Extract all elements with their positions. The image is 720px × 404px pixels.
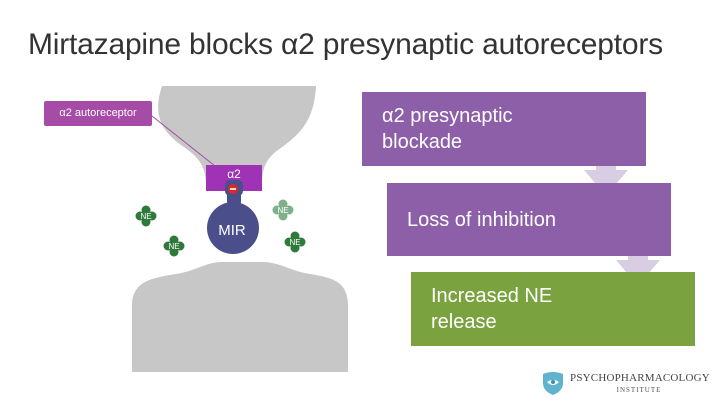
ne-molecule-right-bottom <box>284 231 306 253</box>
presynaptic-neuron <box>158 86 316 184</box>
flow-step-2: Loss of inhibition <box>387 183 671 256</box>
shield-icon <box>543 372 563 395</box>
ne-label-right-top: NE <box>277 206 289 215</box>
ne-molecule-left <box>135 205 157 227</box>
flow-step-3: Increased NE release <box>411 272 695 346</box>
mir-label: MIR <box>218 222 246 239</box>
ne-label-bottom-left: NE <box>168 242 180 251</box>
ne-molecule-right-top <box>272 199 294 221</box>
ne-label-left: NE <box>140 212 152 221</box>
ne-label-right-bottom: NE <box>289 238 301 247</box>
flow-step-1-label: α2 presynaptic blockade <box>382 105 513 153</box>
ne-molecule-bottom-left <box>163 235 185 257</box>
callout-line <box>151 115 221 171</box>
receptor-label: α2 <box>227 167 241 181</box>
mir-drug <box>207 202 259 254</box>
flow-step-1: α2 presynaptic blockade <box>362 92 646 166</box>
flow-step-2-label: Loss of inhibition <box>407 208 556 231</box>
flow-arrow-2 <box>616 236 660 286</box>
alpha2-autoreceptor-callout: α2 autoreceptor <box>44 101 152 126</box>
logo-name: PSYCHOPHARMACOLOGY <box>570 372 710 384</box>
slide-title: Mirtazapine blocks α2 presynaptic autore… <box>28 28 663 61</box>
postsynaptic-neuron <box>132 262 348 372</box>
flow-arrow-1 <box>584 146 628 196</box>
logo: PSYCHOPHARMACOLOGY INSTITUTE <box>538 368 718 398</box>
logo-subtitle: INSTITUTE <box>616 386 662 394</box>
flow-step-3-label: Increased NE release <box>431 285 553 333</box>
